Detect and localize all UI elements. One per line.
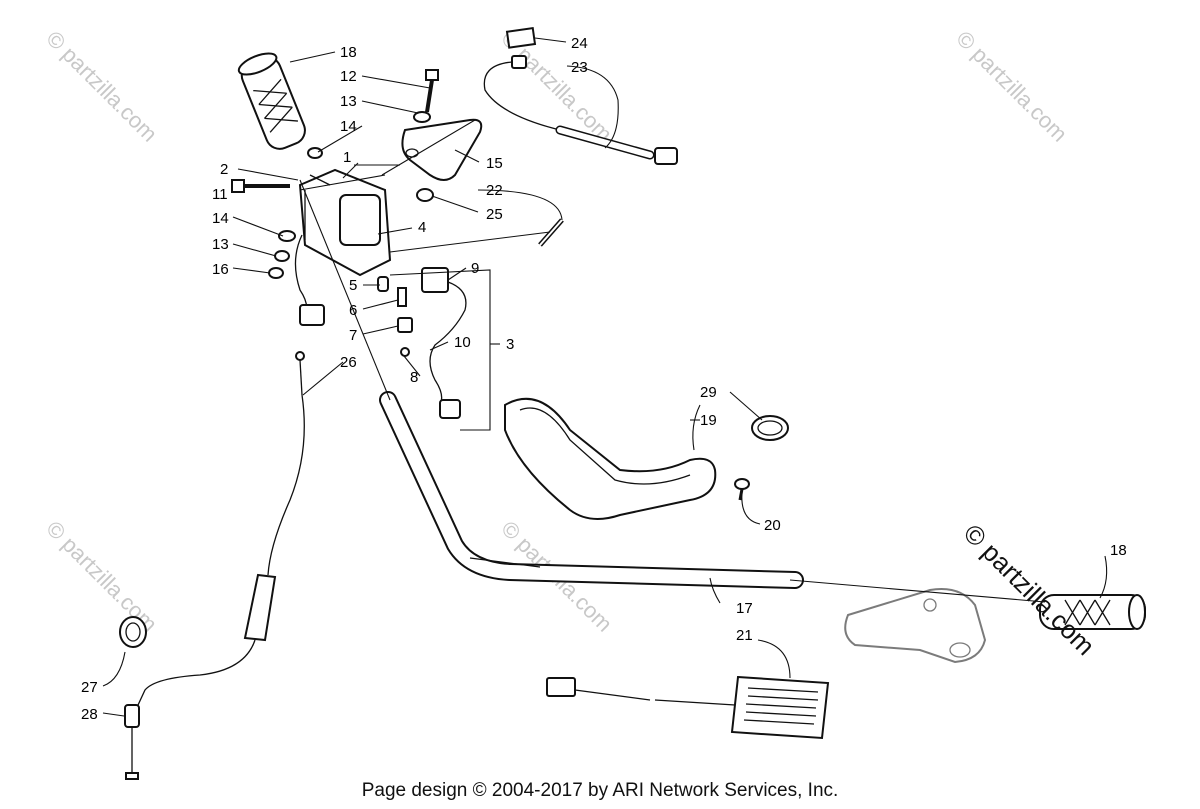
callout-3: 3 [506,336,514,353]
watermark: © partzilla.com [41,26,162,147]
brake-lever-reference [844,588,987,664]
callout-18: 18 [1110,542,1127,559]
leader-lines [102,37,1108,717]
callout-4: 4 [418,219,426,236]
callout-17: 17 [736,600,753,617]
callout-10: 10 [454,334,471,351]
washer-14-left [278,230,296,242]
pin-22 [538,218,564,247]
throttle-heater-wire [483,55,678,165]
callout-28: 28 [81,706,98,723]
callout-21: 21 [736,627,753,644]
callout-2: 2 [220,161,228,178]
callout-15: 15 [486,155,503,172]
callout-19: 19 [700,412,717,429]
callout-18: 18 [340,44,357,61]
switch-7 [397,317,413,333]
callout-labels: 18 12 13 14 1 2 11 15 24 23 22 25 4 14 1… [81,35,1127,723]
nut-25 [416,188,434,202]
callout-25: 25 [486,206,503,223]
heater-element-24 [505,26,537,49]
screw-8 [400,347,410,357]
contact-6 [397,287,407,307]
bolt-11 [231,179,290,193]
callout-11: 11 [212,186,228,203]
handlebar [379,391,804,589]
brake-cable [124,351,305,780]
washer-13-left [274,250,290,262]
clip-27 [119,616,147,648]
watermark: © partzilla.com [41,516,162,637]
clamp-29 [751,415,789,441]
callout-26: 26 [340,354,357,371]
callout-5: 5 [349,277,357,294]
callout-1: 1 [343,149,351,166]
left-grip [237,52,306,150]
callout-16: 16 [212,261,229,278]
washer-13-top [413,111,431,123]
watermark: © partzilla.com [951,26,1072,147]
callout-22: 22 [486,182,503,199]
callout-20: 20 [764,517,781,534]
grip-heater [546,675,830,740]
callout-24: 24 [571,35,588,52]
screw-20 [734,478,750,501]
callout-14: 14 [340,118,357,135]
bolt-12 [425,69,439,113]
throttle-lever [401,118,483,181]
switch-housing [294,168,392,326]
callout-13: 13 [340,93,357,110]
switch-harness [421,267,467,419]
watermarks: © partzilla.com © partzilla.com © partzi… [41,26,1072,637]
callout-27: 27 [81,679,98,696]
callout-7: 7 [349,327,357,344]
footer-copyright: Page design © 2004-2017 by ARI Network S… [361,780,839,801]
callout-14: 14 [212,210,229,227]
hand-guard [504,397,717,520]
callout-29: 29 [700,384,717,401]
nut-16 [268,267,284,279]
callout-13: 13 [212,236,229,253]
plunger-5 [377,276,389,292]
right-grip [1039,594,1146,630]
callout-6: 6 [349,302,357,319]
callout-9: 9 [471,260,479,277]
callout-23: 23 [571,59,588,76]
callout-8: 8 [410,369,418,386]
callout-12: 12 [340,68,357,85]
washer-14-top [307,147,323,159]
